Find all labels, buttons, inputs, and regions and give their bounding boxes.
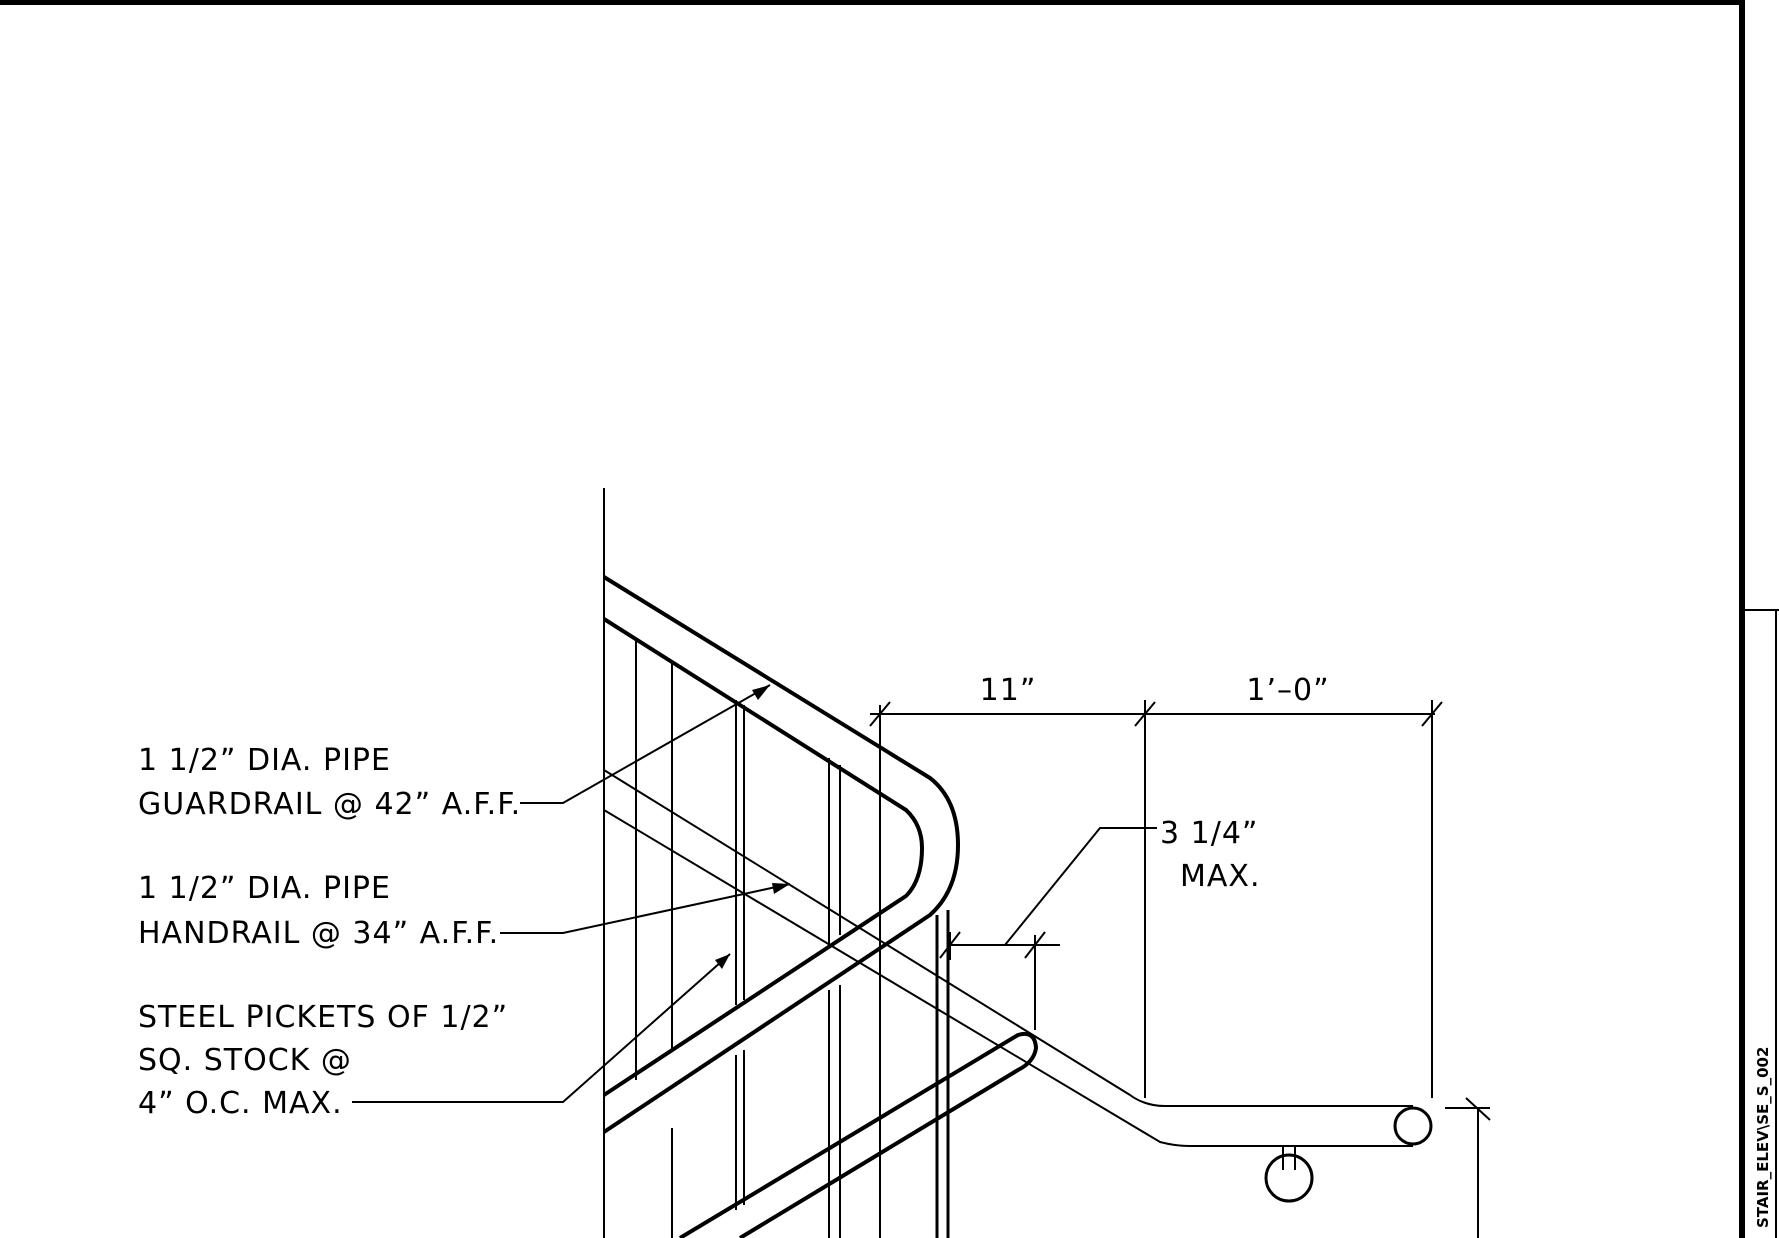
clearance-max-label: MAX.: [1180, 859, 1261, 894]
clearance-dimension: [939, 827, 1157, 1030]
handrail-note-line2: HANDRAIL @ 34” A.F.F.: [138, 916, 499, 951]
tread-dimension-label: 11”: [980, 673, 1037, 708]
guardrail-note-line1: 1 1/2” DIA. PIPE: [138, 743, 391, 778]
steel-pickets: [635, 640, 950, 1238]
riser-dimension: [1445, 1097, 1491, 1238]
extension-dimension-label: 1’–0”: [1246, 673, 1329, 708]
guardrail-note-line2: GUARDRAIL @ 42” A.F.F.: [138, 787, 521, 822]
handrail-pipe: [603, 769, 1433, 1238]
handrail-note-line1: 1 1/2” DIA. PIPE: [138, 871, 391, 906]
leader-lines: [352, 684, 791, 1103]
drawing-id-label: STAIR_ELEV\SE_S_002: [1754, 1047, 1772, 1228]
tread-dimension: [869, 700, 1443, 1098]
pickets-note-line3: 4” O.C. MAX.: [138, 1086, 343, 1121]
pickets-note-line2: SQ. STOCK @: [138, 1043, 352, 1078]
guardrail-pipe: [602, 575, 960, 1134]
pickets-note-line1: STEEL PICKETS OF 1/2”: [138, 1000, 508, 1035]
clearance-value-label: 3 1/4”: [1160, 816, 1258, 851]
